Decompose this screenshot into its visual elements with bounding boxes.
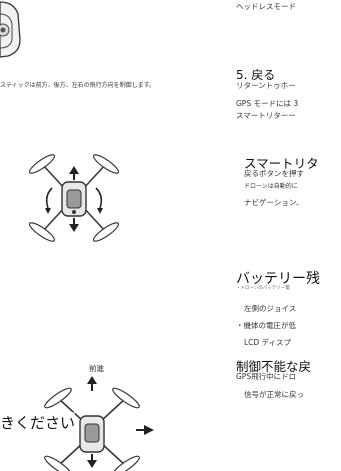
section-5-title: 5. 戻る bbox=[236, 68, 276, 82]
drone-rotation-diagram bbox=[28, 154, 120, 242]
right-column: ヘッドレスモード 5. 戻る リターントゥホー GPS モードには 3 スマート… bbox=[236, 0, 341, 471]
controller-fragment-icon bbox=[0, 1, 21, 58]
drone-direction-diagram bbox=[44, 376, 154, 471]
loss-of-control-line-1: GPS飛行中にドロ bbox=[236, 372, 297, 381]
left-column: スティックは前方、後方、左右の飛行方向を制御します。 bbox=[0, 1, 156, 471]
battery-line-2: ・機体の電圧が低 bbox=[236, 321, 296, 330]
battery-line-3: LCD ディスプ bbox=[244, 338, 292, 347]
caption-fragment: きください bbox=[0, 412, 76, 433]
headless-mode-text: ヘッドレスモード bbox=[236, 2, 296, 11]
section-5-line-2: GPS モードには 3 bbox=[236, 99, 299, 108]
smart-return-line-1: 戻るボタンを押す bbox=[244, 169, 304, 178]
battery-line-1: 左側のジョイス bbox=[244, 304, 297, 313]
forward-label: 前進 bbox=[89, 364, 104, 373]
stick-description: スティックは前方、後方、左右の飛行方向を制御します。 bbox=[0, 82, 156, 89]
loss-of-control-line-2: 信号が正常に戻っ bbox=[244, 390, 304, 399]
section-5-line-3: スマートリターー bbox=[236, 111, 296, 120]
loss-of-control-title: 制御不能な戻 bbox=[236, 359, 312, 374]
smart-return-title: スマートリタ bbox=[244, 156, 319, 171]
smart-return-line-2: ドローンは自動的に bbox=[244, 183, 298, 190]
battery-title: バッテリー残 bbox=[236, 271, 320, 287]
section-5-line-1: リターントゥホー bbox=[236, 81, 296, 90]
battery-note: ・ドローンのバッテリー電 bbox=[236, 286, 290, 291]
smart-return-line-3: ナビゲーション、 bbox=[244, 198, 304, 207]
